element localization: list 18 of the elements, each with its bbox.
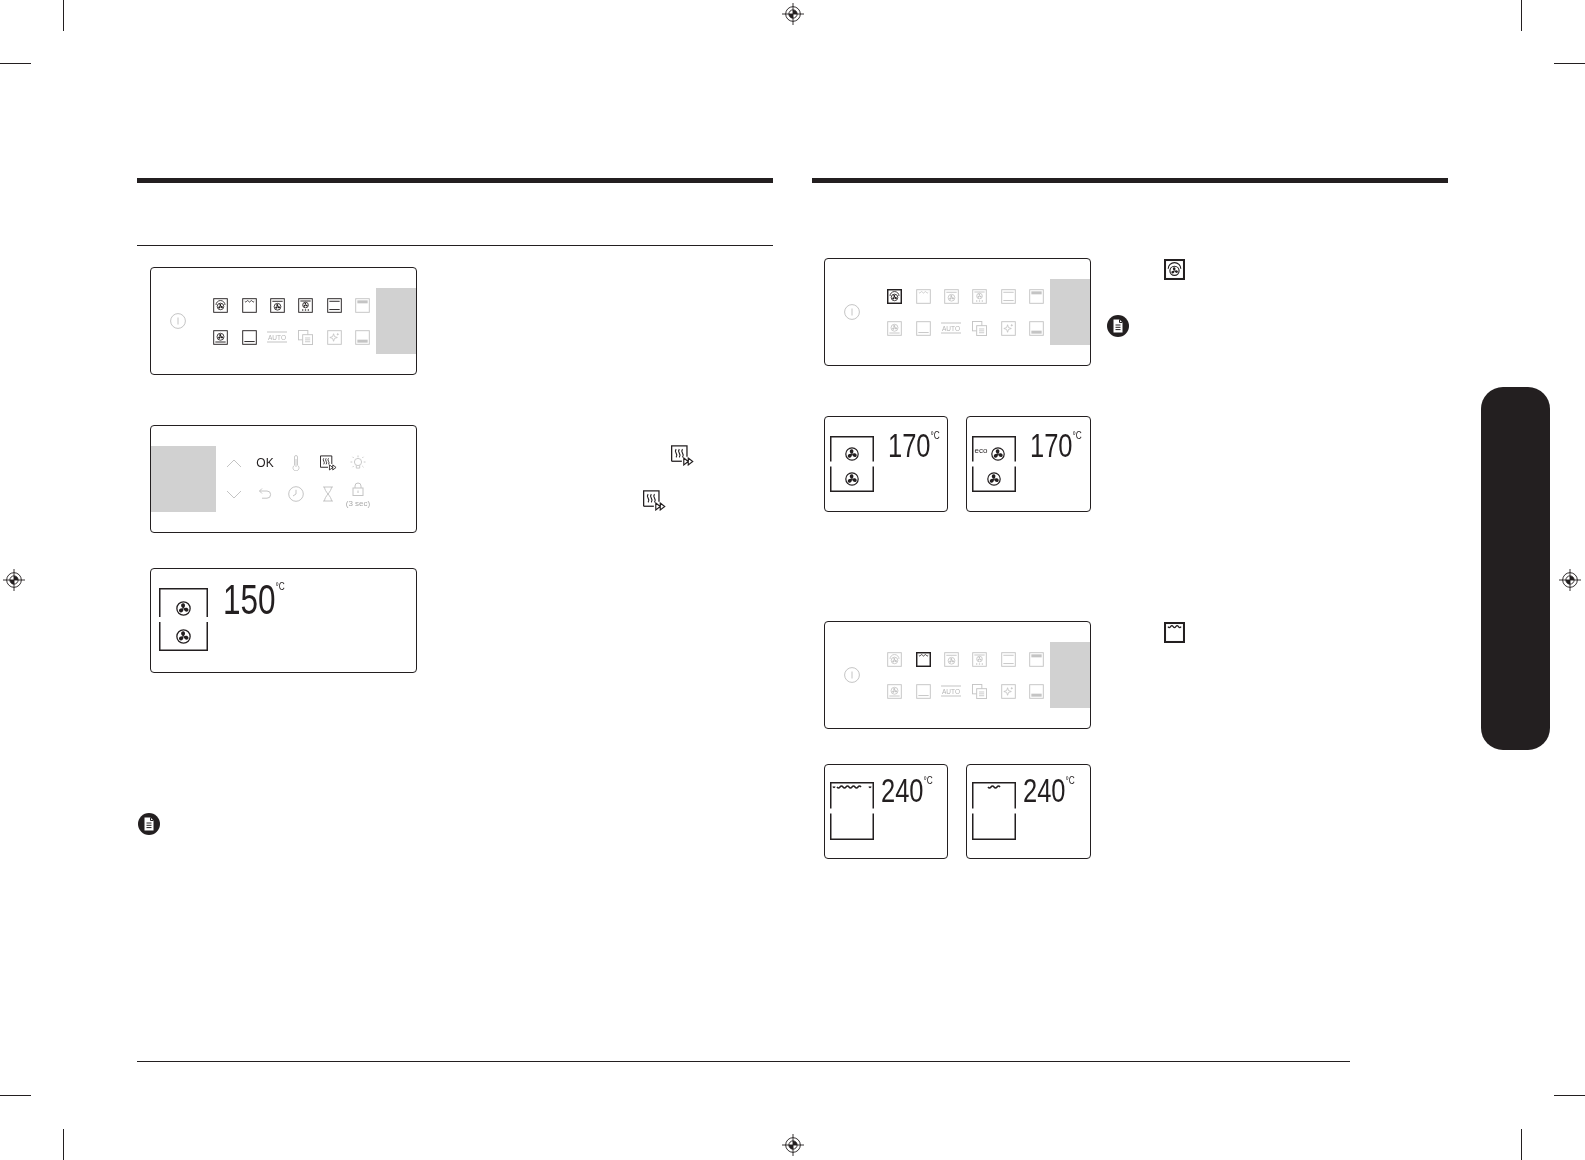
temperature-readout: 150$^{°C}$ — [223, 579, 285, 621]
temperature-readout: 240$^{°C}$ — [881, 773, 933, 807]
display-screen — [966, 416, 1091, 512]
display-screen — [150, 568, 417, 673]
control-panel — [150, 267, 417, 375]
display-screen — [824, 764, 948, 859]
display-screen — [824, 416, 948, 512]
control-panel — [824, 258, 1091, 366]
temperature-readout: 170$^{°C}$ — [1030, 428, 1082, 462]
lock-duration-label: (3 sec) — [345, 500, 371, 508]
temperature-readout: 170$^{°C}$ — [888, 428, 940, 462]
temperature-readout: 240$^{°C}$ — [1023, 773, 1075, 807]
section-tab — [1481, 387, 1550, 750]
display-screen — [966, 764, 1091, 859]
ok-label: OK — [256, 457, 274, 469]
mode-indicator-text: eco — [974, 447, 988, 456]
control-panel — [824, 621, 1091, 729]
control-panel — [150, 425, 417, 533]
